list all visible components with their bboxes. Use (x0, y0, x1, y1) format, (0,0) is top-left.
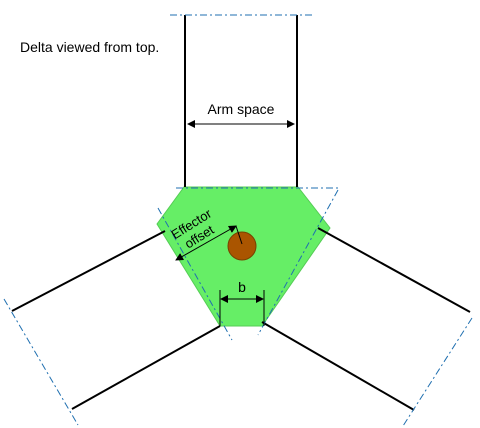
top-arm (170, 14, 338, 189)
b-label: b (238, 279, 246, 295)
arm-space-label: Arm space (208, 101, 275, 117)
effector-center (227, 231, 257, 261)
diagram-caption: Delta viewed from top. (20, 39, 159, 55)
effector-offset-dimension (175, 225, 237, 261)
right-arm (257, 189, 473, 427)
